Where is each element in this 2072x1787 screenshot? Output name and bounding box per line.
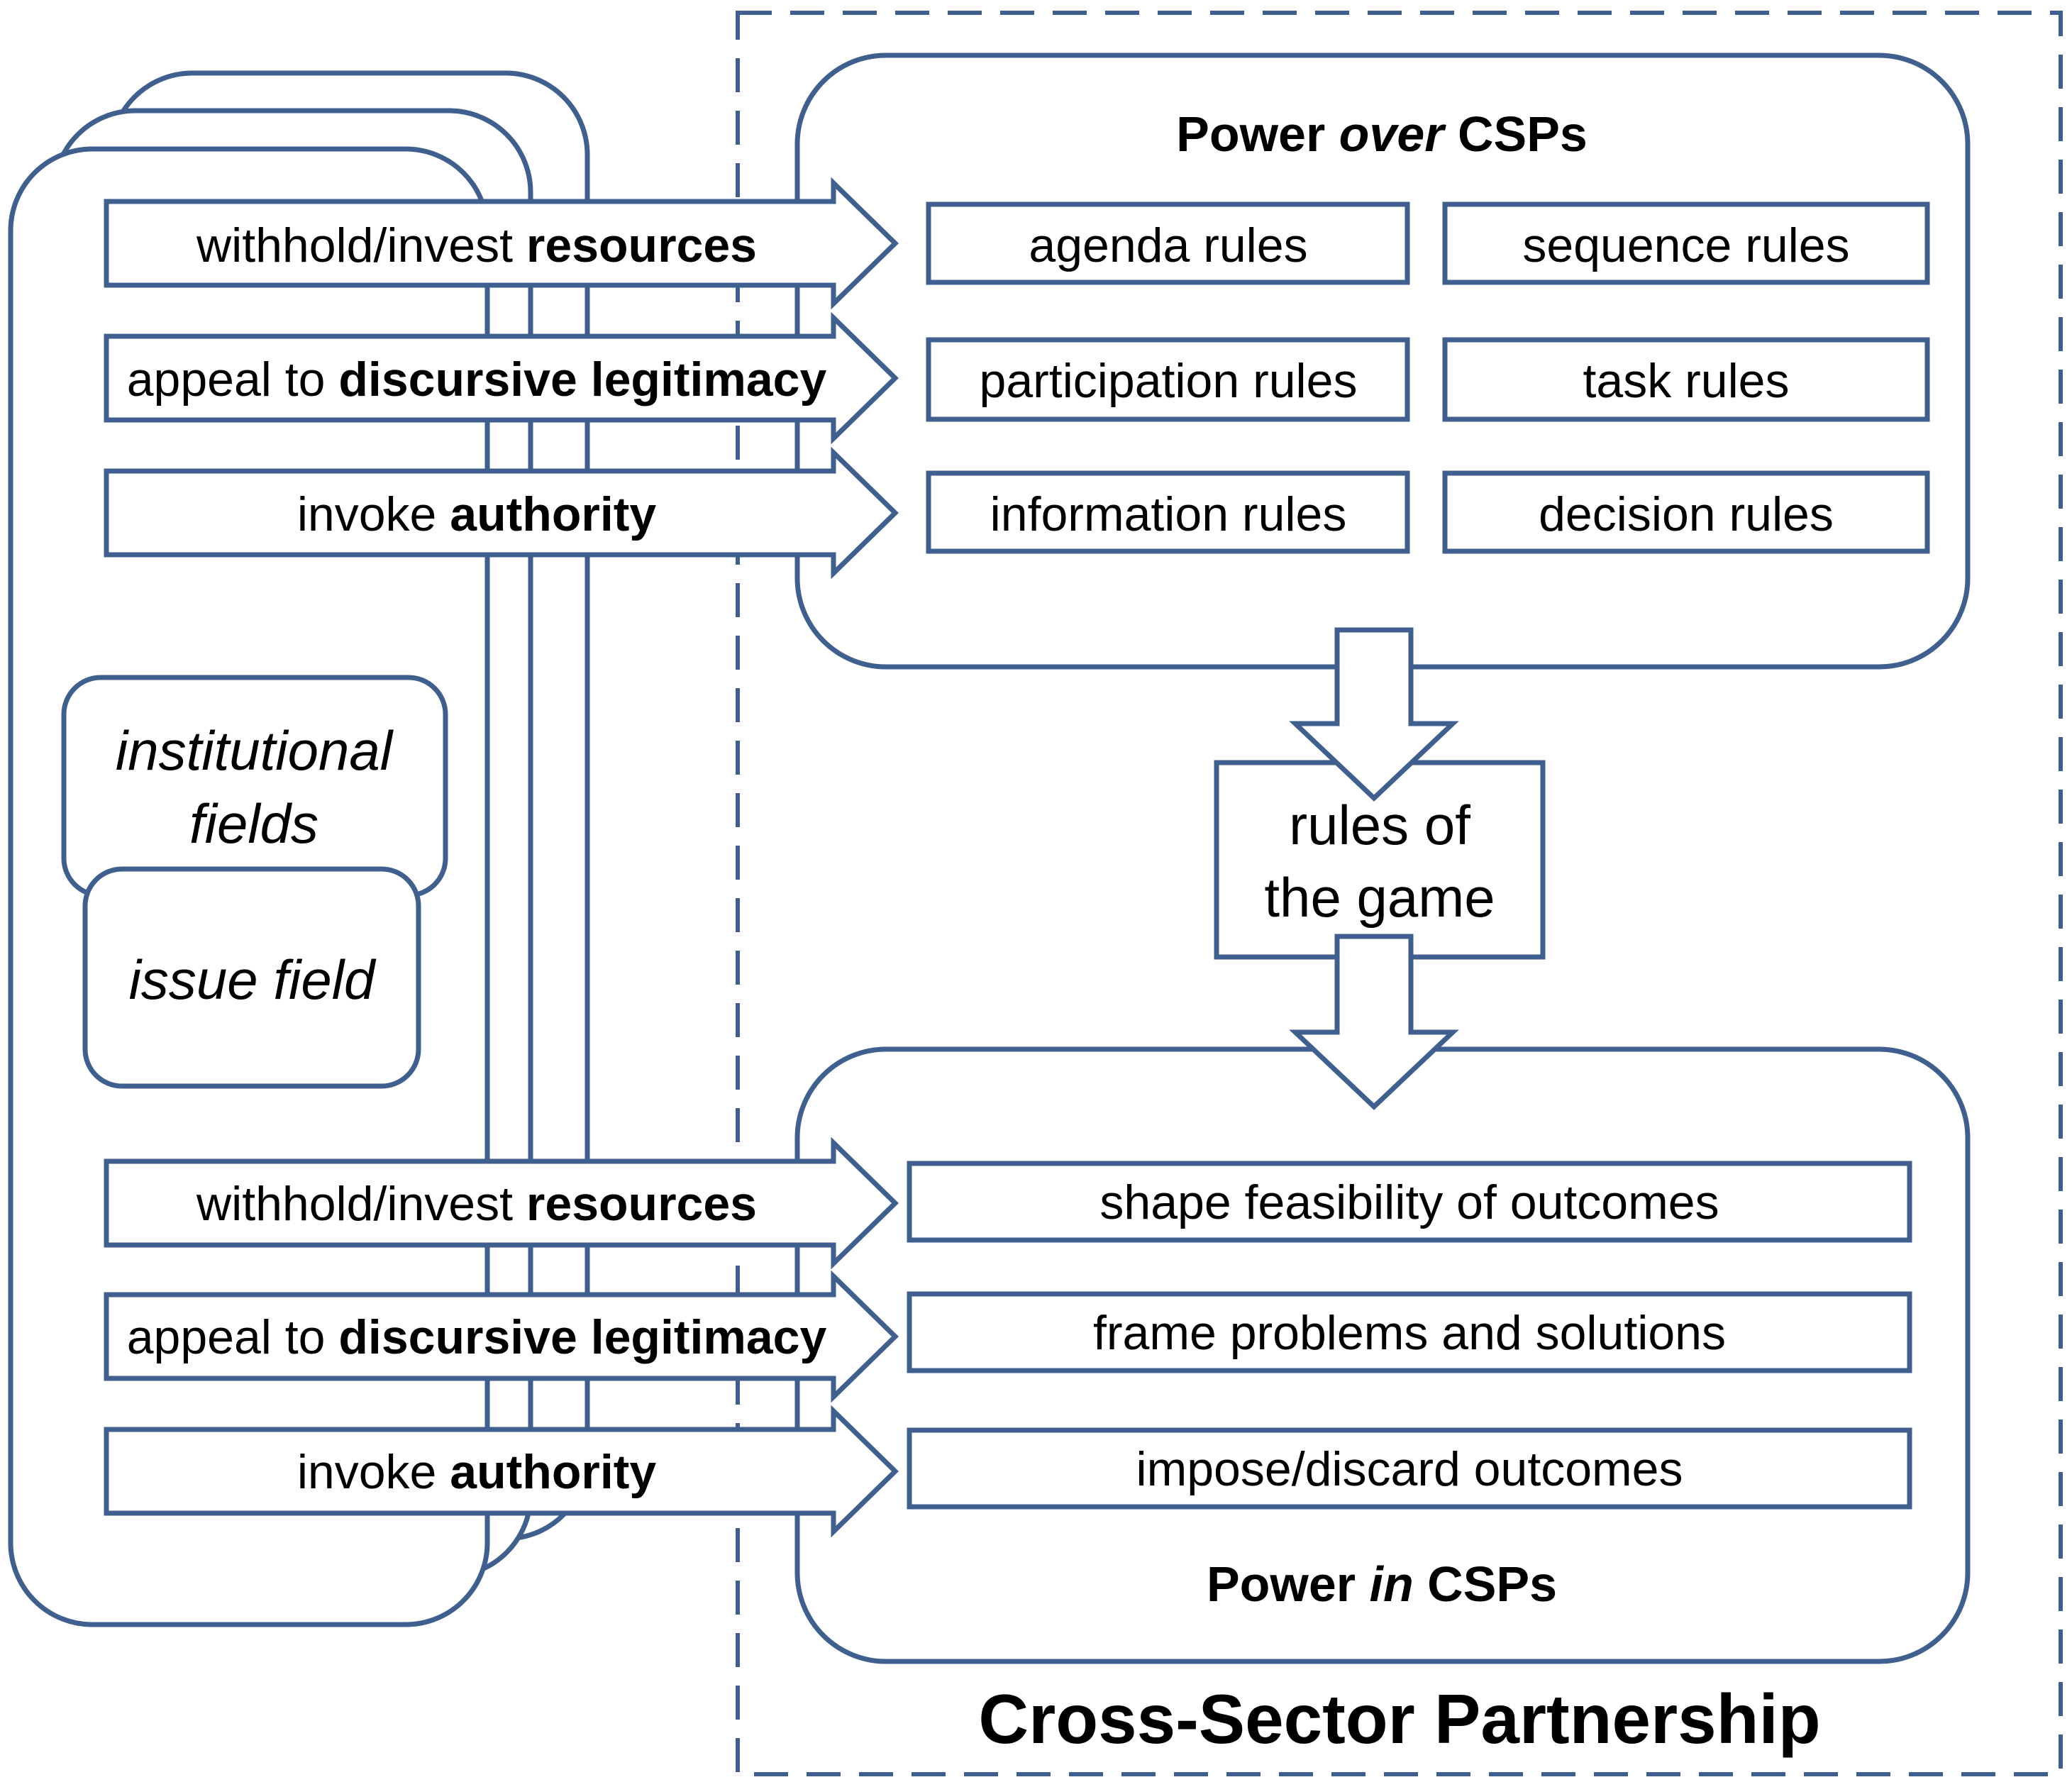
rule-label-sequence: sequence rules: [1522, 218, 1849, 272]
rules-of-game-label-line2: the game: [1264, 866, 1495, 929]
rule-label-agenda: agenda rules: [1029, 218, 1307, 272]
rule-box-decision: [1442, 470, 1930, 554]
effect-box-impose: [907, 1427, 1912, 1510]
issue-field-box: [82, 866, 421, 1089]
rule-box-sequence: [1442, 201, 1930, 285]
effect-label-feasibility: shape feasibility of outcomes: [1099, 1175, 1719, 1229]
arrow-top-authority: [104, 446, 899, 580]
arrow-bottom-resources: [104, 1136, 899, 1270]
institutional-fields-label-line2: fields: [189, 792, 318, 855]
arrow-label-bottom-authority: invoke authority: [297, 1445, 657, 1499]
rule-box-information: [926, 470, 1410, 554]
power-in-title: Power in CSPs: [1207, 1556, 1557, 1612]
effect-box-frame: [907, 1291, 1912, 1373]
arrow-top-resources: [104, 177, 899, 310]
issue-field-label: issue field: [129, 948, 377, 1011]
rule-label-task: task rules: [1583, 354, 1790, 408]
arrow-bottom-legitimacy: [104, 1270, 899, 1403]
rule-label-participation: participation rules: [980, 354, 1358, 408]
arrow-bottom-authority: [104, 1405, 899, 1538]
rules-of-game-label-line1: rules of: [1289, 794, 1470, 856]
effect-box-feasibility: [907, 1161, 1912, 1243]
down-arrow-upper: [1289, 627, 1459, 802]
rule-box-participation: [926, 337, 1410, 422]
rule-label-information: information rules: [990, 487, 1347, 541]
power-over-title: Power over CSPs: [1176, 106, 1588, 162]
effect-label-frame: frame problems and solutions: [1093, 1306, 1726, 1360]
rule-box-agenda: [926, 201, 1410, 285]
cross-sector-partnership-label: Cross-Sector Partnership: [978, 1680, 1820, 1758]
arrow-top-legitimacy: [104, 311, 899, 445]
rule-label-decision: decision rules: [1539, 487, 1834, 541]
arrow-label-bottom-legitimacy: appeal to discursive legitimacy: [127, 1310, 827, 1364]
arrow-label-top-authority: invoke authority: [297, 487, 657, 541]
arrow-label-top-legitimacy: appeal to discursive legitimacy: [127, 353, 827, 406]
institutional-fields-box: [61, 675, 448, 898]
arrow-label-bottom-resources: withhold/invest resources: [196, 1177, 757, 1231]
effect-label-impose: impose/discard outcomes: [1136, 1442, 1683, 1496]
down-arrow-lower: [1289, 934, 1459, 1110]
arrow-label-top-resources: withhold/invest resources: [196, 218, 757, 272]
cross-sector-partnership-boundary: [736, 11, 2063, 1776]
rule-box-task: [1442, 337, 1930, 422]
institutional-fields-label-line1: institutional: [116, 719, 394, 782]
